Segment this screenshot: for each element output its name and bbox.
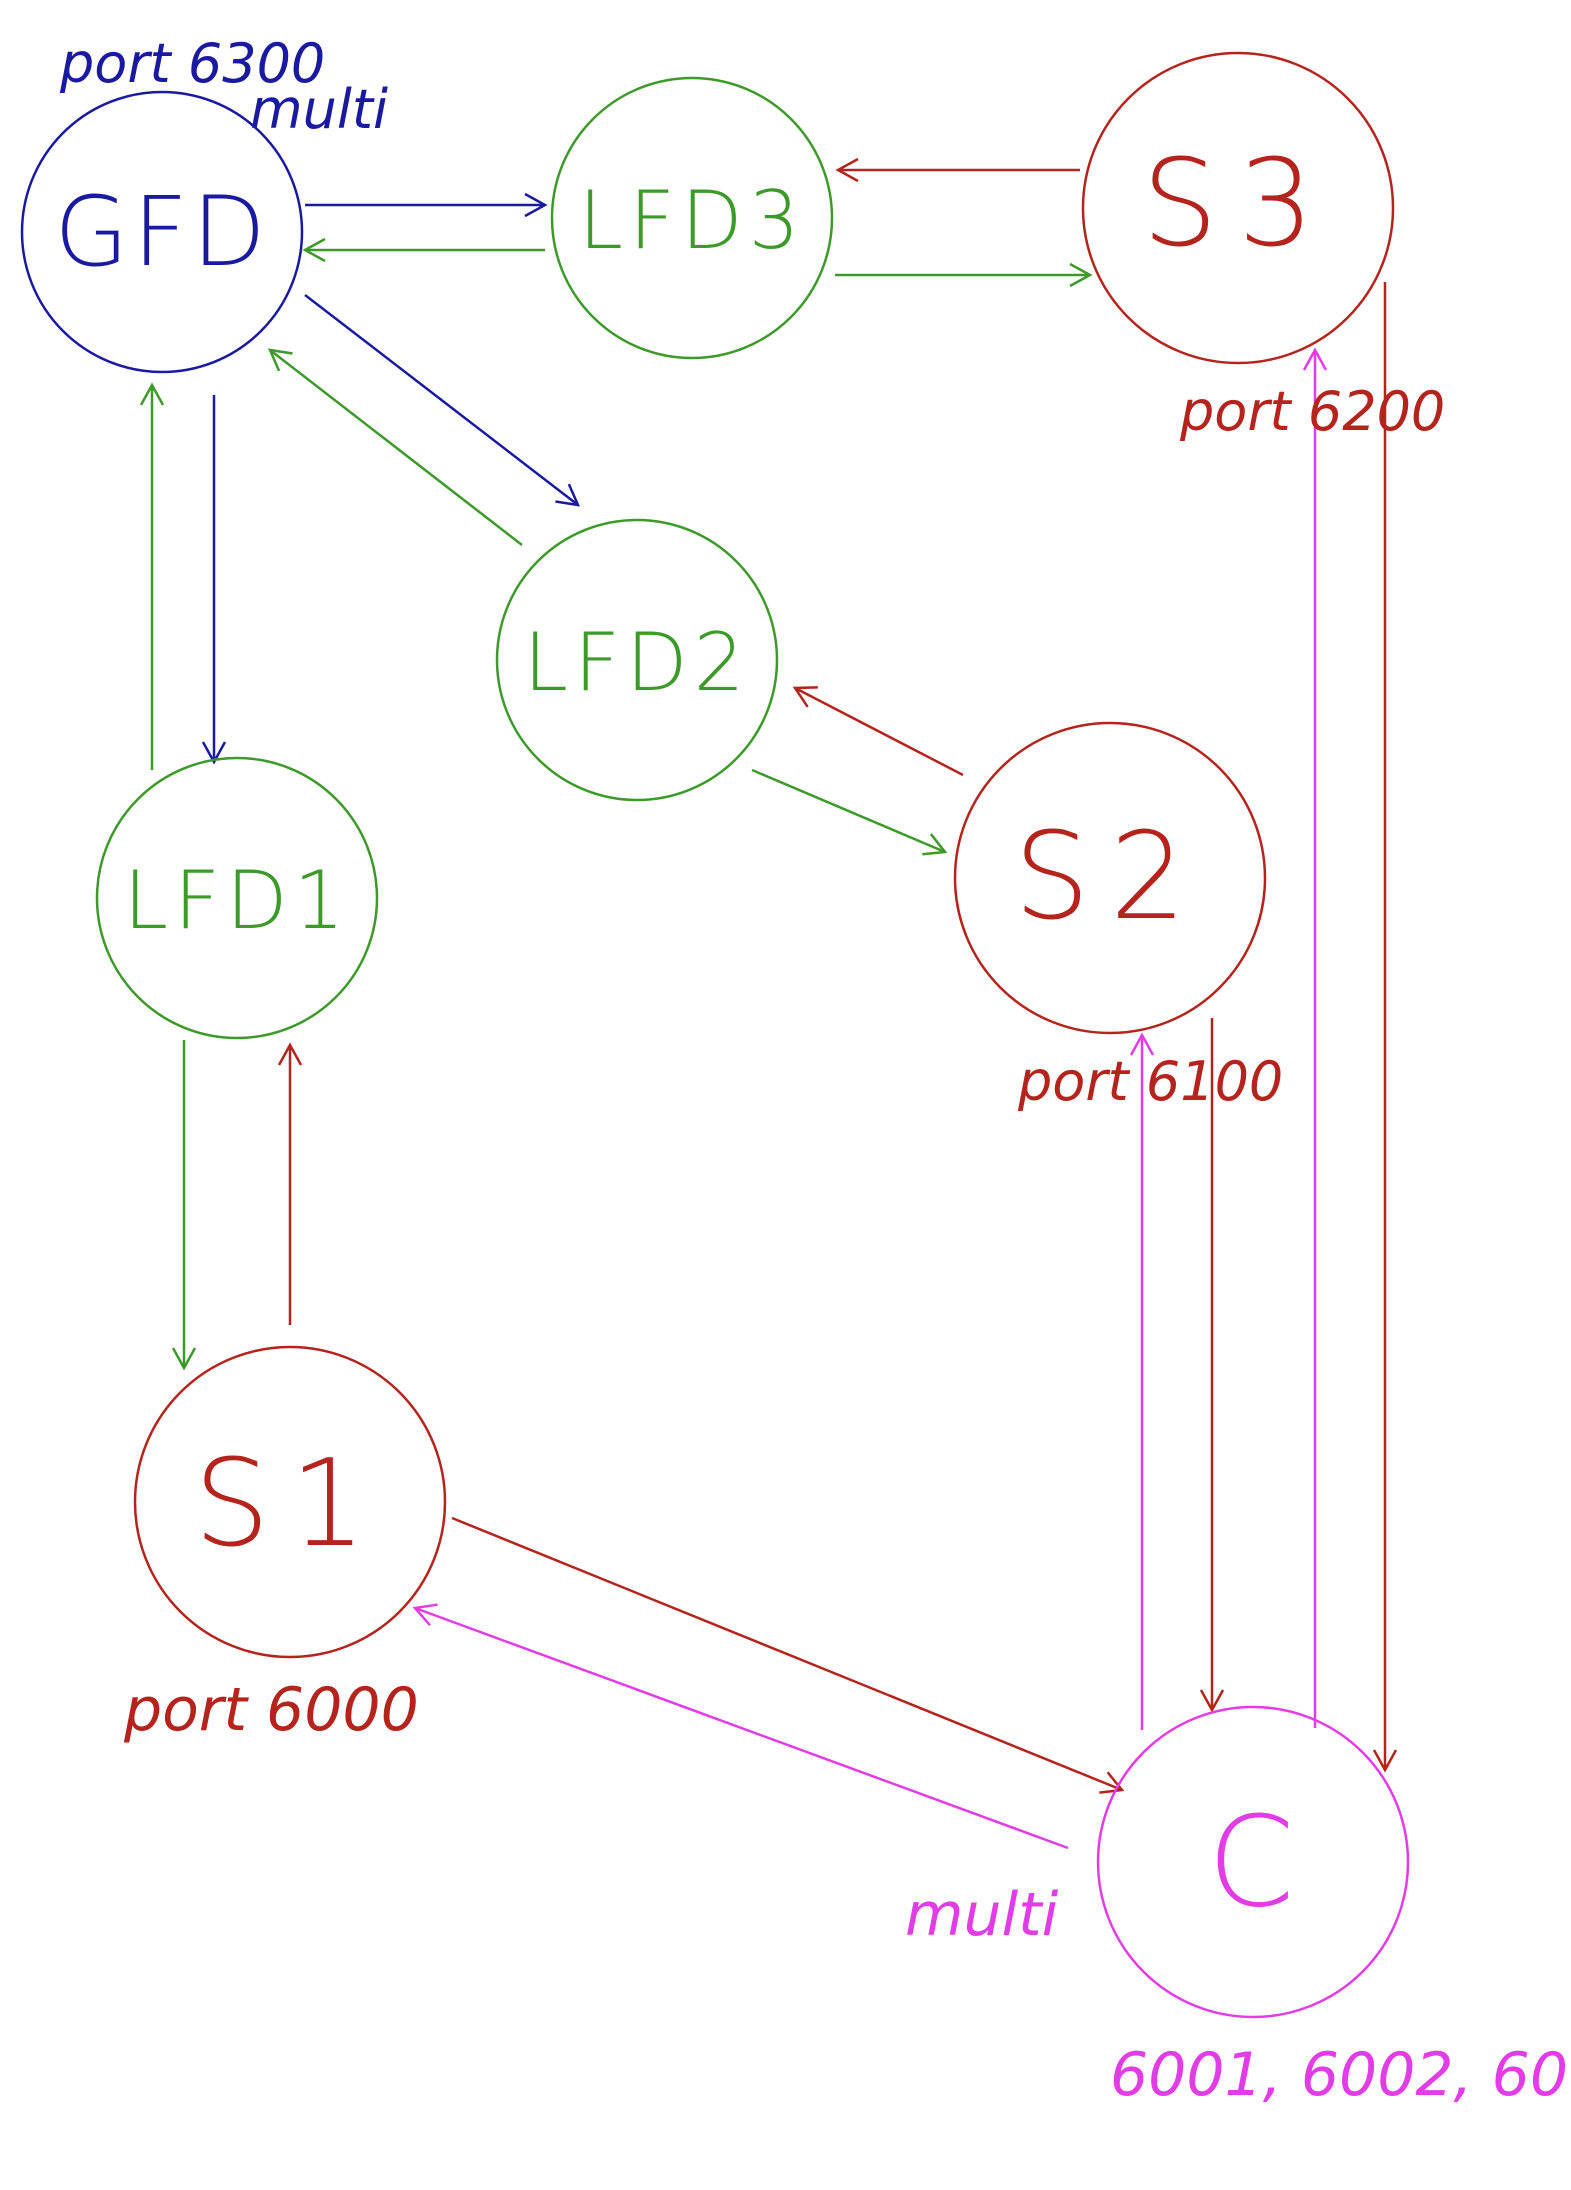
edge-s1-to-c [451,1516,1125,1794]
node-c-label: C [1207,1790,1298,1935]
node-gfd: GFD [20,90,304,374]
node-s3: S3 [1081,51,1395,365]
c-multi-note: multi [905,1880,1059,1950]
node-s1: S1 [133,1345,447,1659]
s2-port-note: port 6100 [1017,1050,1283,1113]
c-ports-note: 6001, 6002, 6003 [1110,2040,1571,2110]
gfd-multi-note: multi [250,78,388,141]
node-lfd1-label: LFD1 [123,854,350,947]
edge-s2-to-lfd2 [792,686,964,777]
edges [139,157,1398,1850]
node-lfd3: LFD3 [550,76,834,360]
edge-gfd-to-lfd2 [304,294,581,507]
node-s3-label: S3 [1142,135,1335,274]
edge-c-to-s1 [412,1603,1069,1850]
node-lfd1: LFD1 [95,756,379,1040]
s3-port-note: port 6200 [1179,380,1445,443]
node-lfd2-label: LFD2 [523,616,750,709]
edge-lfd2-to-gfd [267,348,523,546]
edge-lfd2-to-s2 [751,768,948,856]
node-s2: S2 [953,721,1267,1035]
node-lfd3-label: LFD3 [578,174,805,267]
node-c: C [1096,1705,1410,2019]
node-s1-label: S1 [194,1435,387,1574]
node-s2-label: S2 [1014,808,1207,947]
node-lfd2: LFD2 [495,518,779,802]
node-gfd-label: GFD [54,176,270,288]
gfd-port-note: port 6300 [59,32,325,95]
s1-port-note: port 6000 [123,1675,419,1745]
